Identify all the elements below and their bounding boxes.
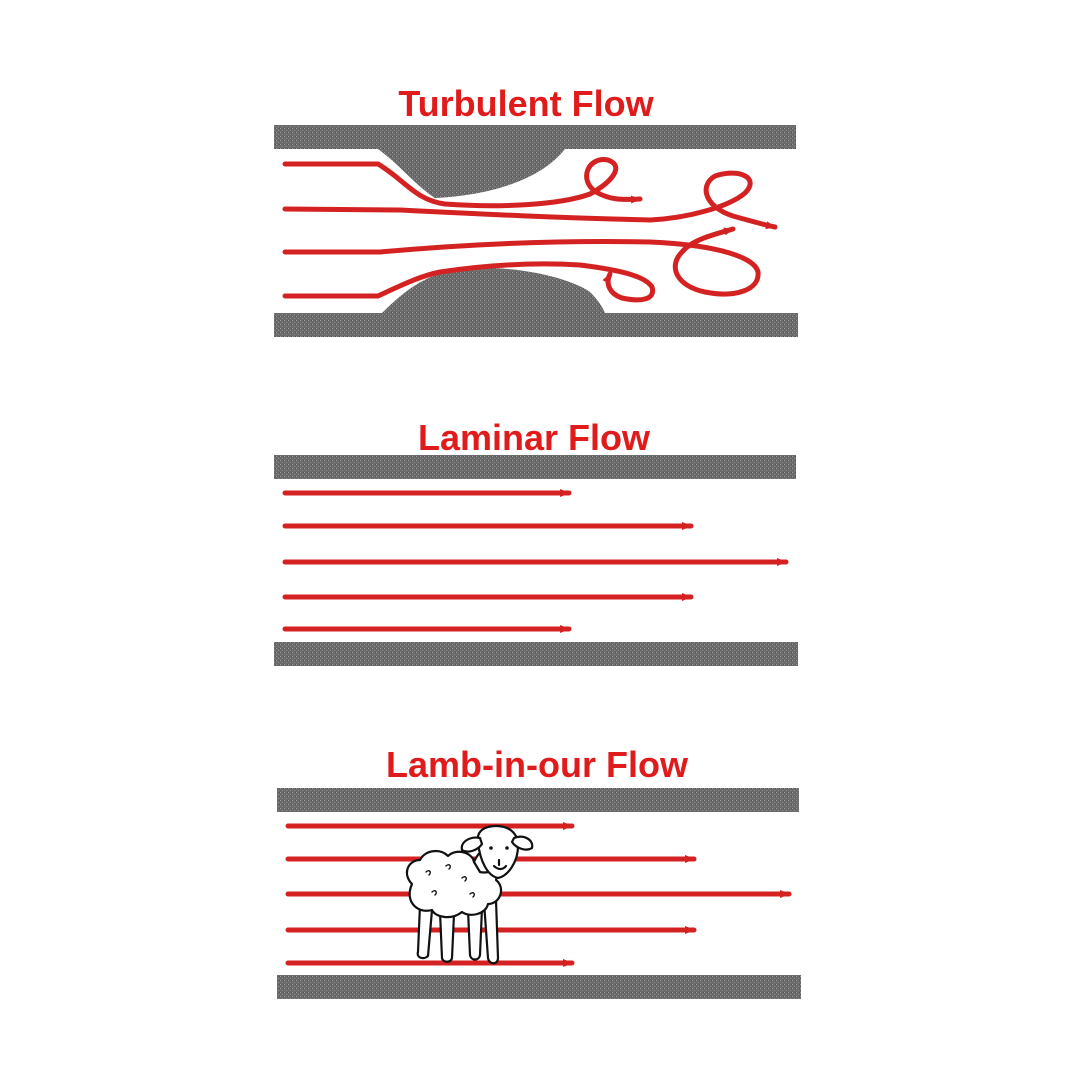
turbulent-streamlines (282, 157, 778, 303)
turbulent-streamline (282, 157, 643, 209)
lower-plaque (382, 267, 605, 313)
laminar-streamlines (282, 489, 789, 633)
lamb-flow-panel: Lamb-in-our Flow (277, 744, 801, 999)
lamb-flow-title: Lamb-in-our Flow (386, 744, 689, 785)
lamb-icon (405, 824, 534, 965)
turbulent-streamline (282, 261, 656, 303)
turbulent-flow-title: Turbulent Flow (398, 83, 654, 124)
laminar-flow-panel: Laminar Flow (274, 417, 798, 666)
lamb-streamlines (285, 822, 792, 967)
turbulent-streamline (282, 226, 761, 297)
lamb-bottom-wall (277, 975, 801, 999)
laminar-flow-title: Laminar Flow (418, 417, 651, 458)
turbulent-streamline (282, 170, 778, 230)
laminar-bottom-wall (274, 642, 798, 666)
turbulent-top-wall (274, 125, 796, 149)
lamb-top-wall (277, 788, 799, 812)
turbulent-flow-panel: Turbulent Flow (274, 83, 798, 337)
upper-plaque (378, 149, 565, 198)
turbulent-bottom-wall (274, 313, 798, 337)
laminar-top-wall (274, 455, 796, 479)
